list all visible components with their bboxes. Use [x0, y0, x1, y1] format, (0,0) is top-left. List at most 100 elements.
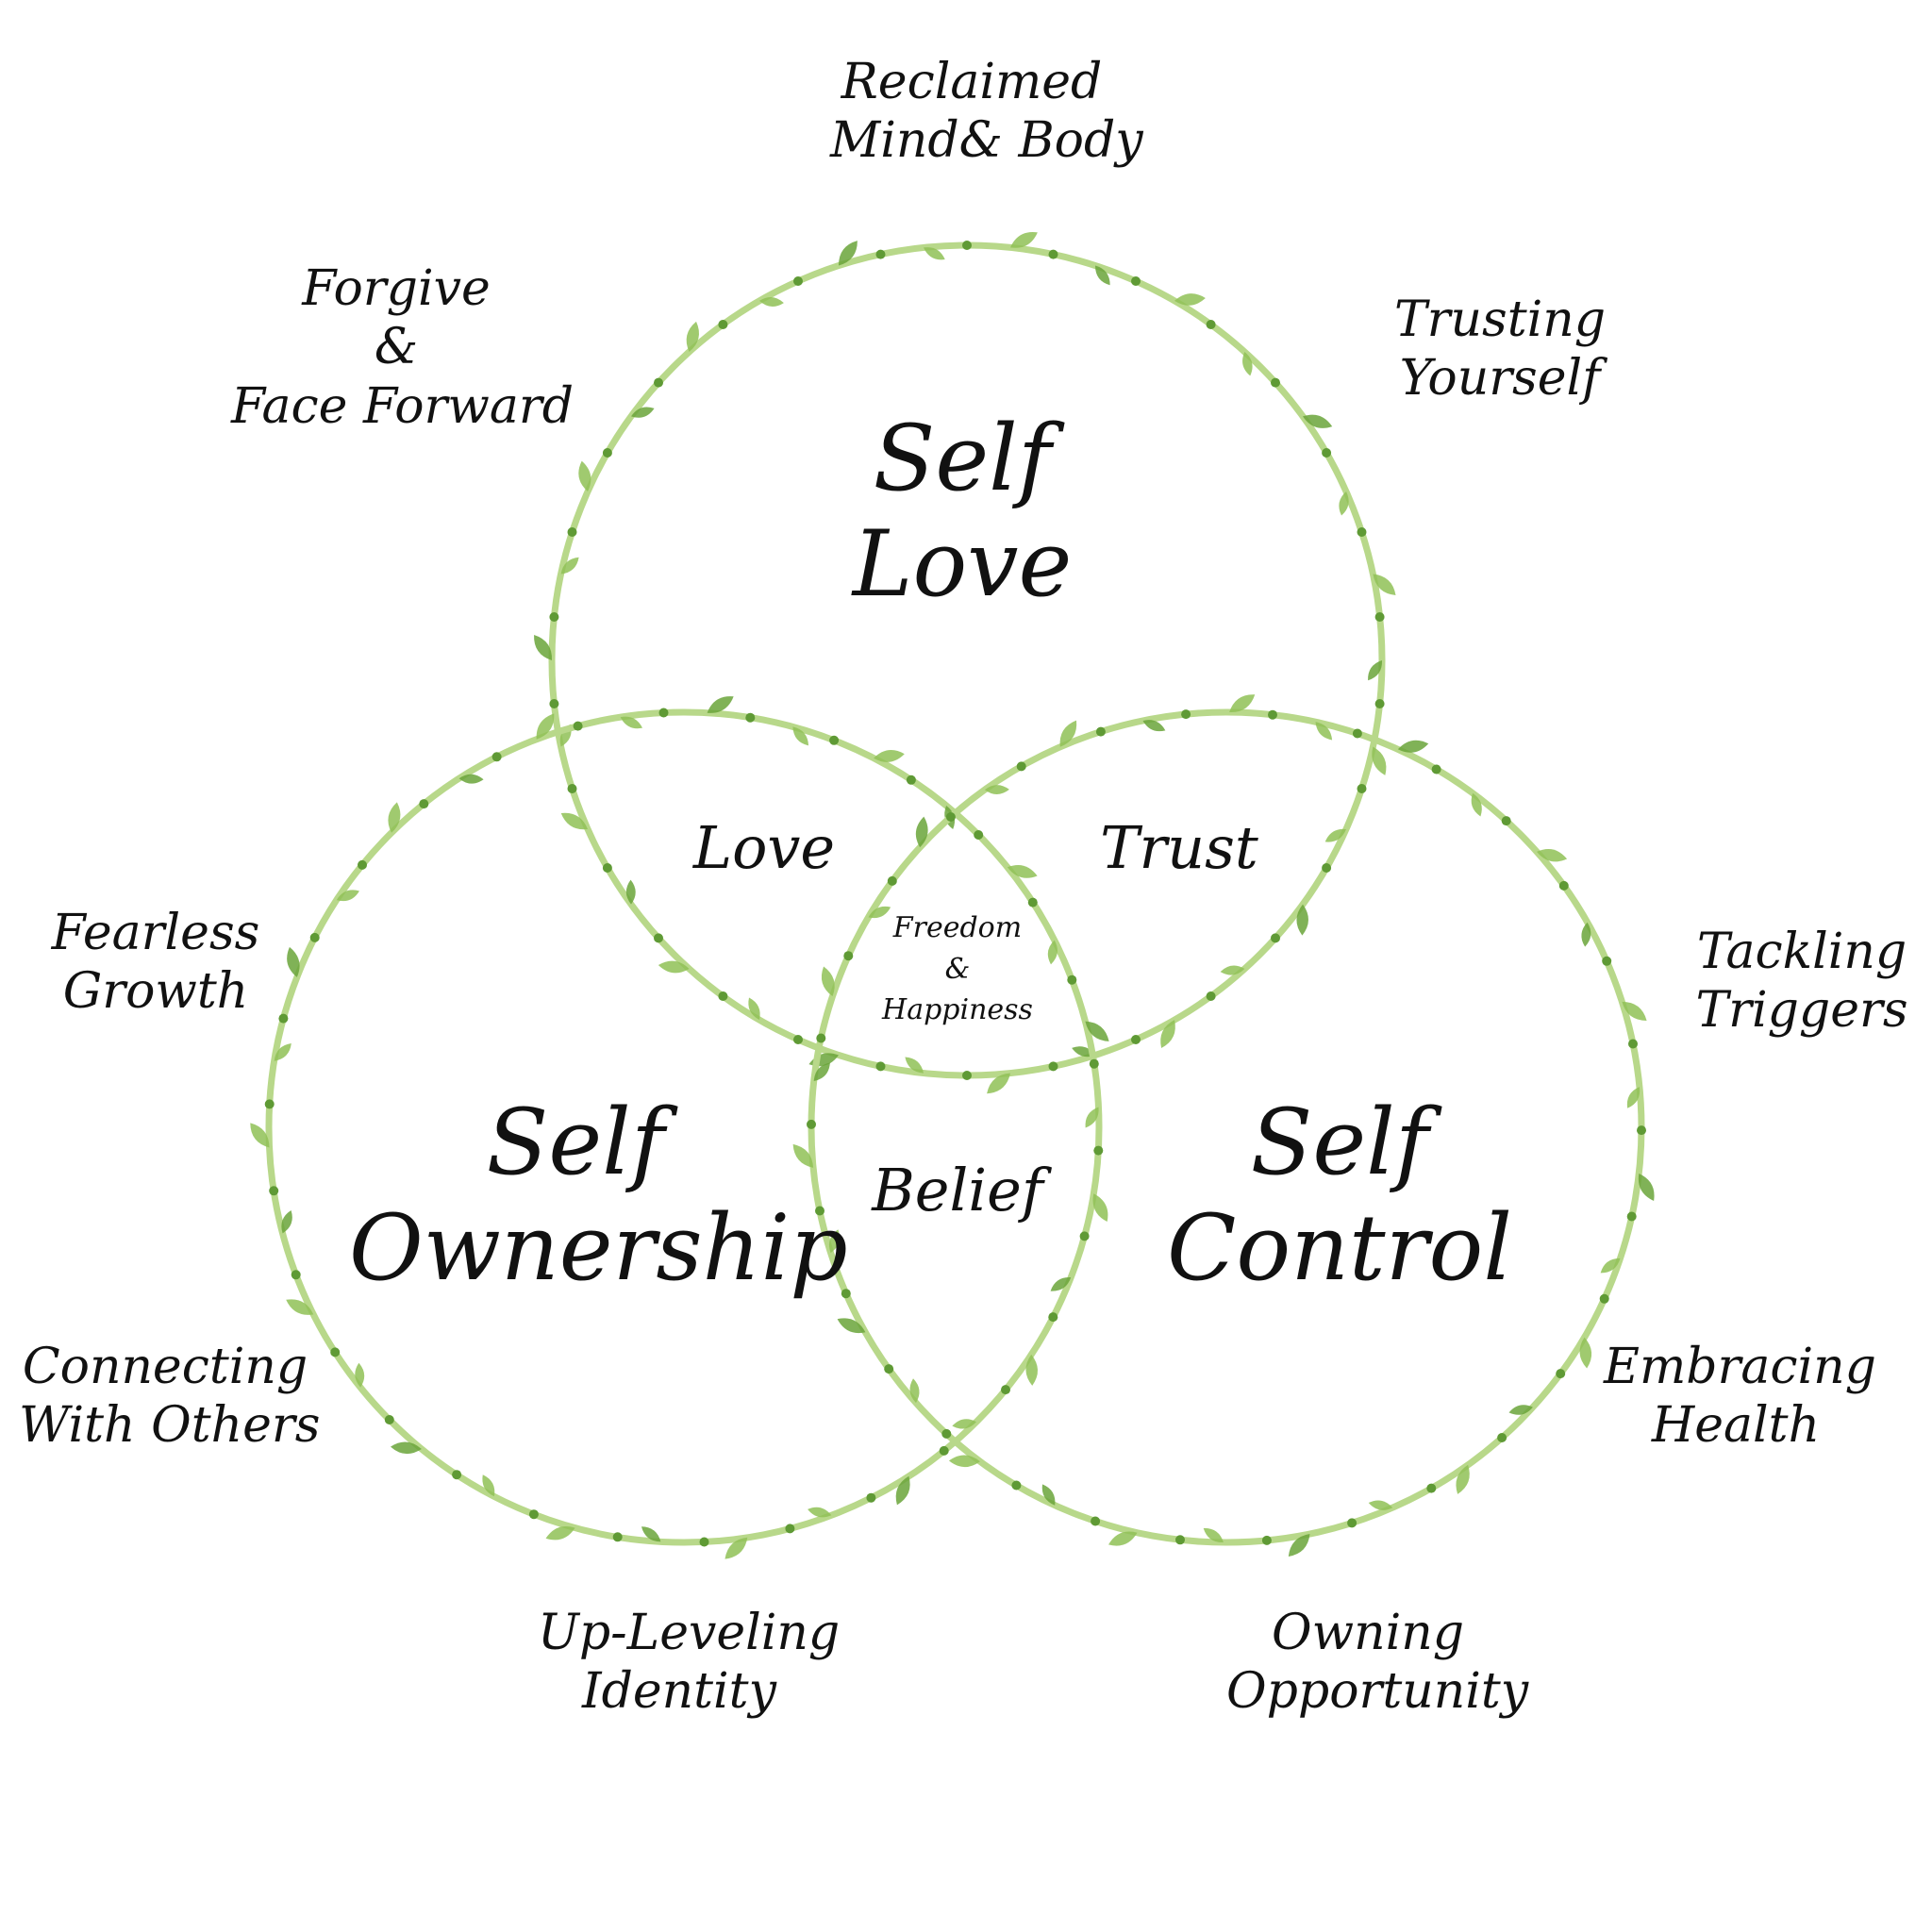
berry-decoration — [1626, 1211, 1637, 1222]
berry-decoration — [1268, 709, 1277, 720]
leaf-decoration — [792, 726, 809, 746]
leaf-decoration — [658, 960, 690, 974]
leaf-decoration — [534, 634, 553, 660]
leaf-decoration — [837, 1318, 866, 1334]
berry-decoration — [718, 991, 728, 1001]
leaf-decoration — [1315, 722, 1333, 741]
berry-decoration — [567, 527, 577, 537]
vine-circle-self-ownership — [250, 696, 1109, 1559]
berry-decoration — [419, 799, 429, 809]
leaf-decoration — [748, 997, 760, 1021]
leaf-decoration — [281, 1209, 292, 1234]
leaf-decoration — [355, 1362, 365, 1388]
berry-decoration — [1048, 249, 1058, 259]
leaf-decoration — [1010, 232, 1038, 248]
leaf-decoration — [1368, 660, 1383, 681]
title-self-control: Self Control — [1166, 1090, 1513, 1302]
leaf-decoration — [578, 460, 591, 491]
berry-decoration — [945, 812, 956, 822]
berry-decoration — [1067, 974, 1077, 985]
berry-decoration — [1431, 764, 1441, 774]
vine-circle-self-control — [792, 694, 1655, 1557]
leaf-decoration — [631, 407, 655, 418]
berry-decoration — [939, 1445, 949, 1456]
berry-decoration — [654, 377, 663, 388]
leaf-decoration — [1339, 491, 1349, 516]
leaf-decoration — [1638, 1174, 1655, 1201]
berry-decoration — [264, 1099, 275, 1109]
leaf-decoration — [287, 946, 300, 977]
leaf-decoration — [1050, 1277, 1072, 1291]
leaf-decoration — [915, 816, 928, 848]
label-tackling-triggers: Tackling Triggers — [1695, 924, 1908, 1040]
berry-decoration — [452, 1470, 462, 1480]
leaf-decoration — [1160, 1020, 1175, 1049]
berry-decoration — [384, 1415, 394, 1424]
leaf-decoration — [984, 785, 1009, 795]
berry-decoration — [785, 1524, 795, 1534]
label-embracing-health: Embracing Health — [1604, 1339, 1876, 1455]
berry-decoration — [330, 1347, 341, 1357]
berry-decoration — [358, 859, 367, 870]
leaf-decoration — [286, 1299, 314, 1315]
leaf-decoration — [1007, 865, 1038, 878]
berry-decoration — [887, 875, 897, 886]
berry-decoration — [718, 320, 728, 329]
leaf-decoration — [952, 1419, 976, 1429]
leaf-decoration — [874, 750, 905, 762]
berry-decoration — [549, 699, 559, 708]
leaf-decoration — [641, 1526, 661, 1542]
leaf-decoration — [924, 247, 945, 260]
berry-decoration — [1501, 816, 1511, 826]
leaf-decoration — [1203, 1527, 1224, 1543]
leaf-decoration — [1288, 1534, 1310, 1557]
berry-decoration — [962, 1071, 972, 1080]
berry-decoration — [269, 1186, 279, 1196]
berry-decoration — [612, 1532, 623, 1542]
berry-decoration — [278, 1013, 289, 1024]
leaf-decoration — [686, 321, 699, 352]
berry-decoration — [1271, 377, 1280, 388]
leaf-decoration — [1537, 849, 1568, 862]
berry-decoration — [654, 933, 663, 943]
label-connecting-with-others: Connecting With Others — [19, 1339, 321, 1455]
leaf-decoration — [1622, 1001, 1647, 1021]
label-fearless-growth: Fearless Growth — [51, 905, 260, 1021]
leaf-decoration — [1296, 904, 1308, 936]
berry-decoration — [1637, 1125, 1646, 1136]
berry-decoration — [1206, 991, 1216, 1001]
leaf-decoration — [1085, 1107, 1099, 1128]
leaf-decoration — [792, 1143, 814, 1168]
leaf-decoration — [1579, 1337, 1592, 1369]
leaf-decoration — [1581, 922, 1591, 947]
leaf-decoration — [1372, 746, 1387, 775]
leaf-decoration — [1220, 965, 1245, 975]
leaf-decoration — [1059, 720, 1077, 747]
berry-decoration — [602, 448, 612, 458]
leaf-decoration — [336, 890, 359, 902]
leaf-decoration — [1094, 265, 1110, 286]
berry-decoration — [658, 708, 669, 718]
center-freedom-happiness: Freedom & Happiness — [882, 911, 1033, 1026]
leaf-decoration — [390, 1441, 422, 1455]
leaf-decoration — [274, 1043, 291, 1061]
berry-decoration — [1027, 897, 1038, 908]
berry-decoration — [974, 830, 984, 840]
berry-decoration — [1095, 726, 1106, 737]
berry-decoration — [567, 784, 577, 793]
berry-decoration — [962, 241, 972, 250]
berry-decoration — [491, 752, 502, 762]
berry-decoration — [1093, 1145, 1104, 1156]
berry-decoration — [1497, 1433, 1507, 1442]
berry-decoration — [875, 1061, 886, 1072]
leaf-decoration — [759, 297, 784, 307]
berry-decoration — [745, 712, 756, 723]
berry-decoration — [1322, 863, 1332, 873]
berry-decoration — [291, 1270, 301, 1280]
leaf-decoration — [838, 241, 858, 266]
berry-decoration — [549, 612, 559, 622]
berry-decoration — [1558, 880, 1569, 891]
berry-decoration — [841, 1289, 851, 1299]
leaf-decoration — [1397, 740, 1429, 753]
